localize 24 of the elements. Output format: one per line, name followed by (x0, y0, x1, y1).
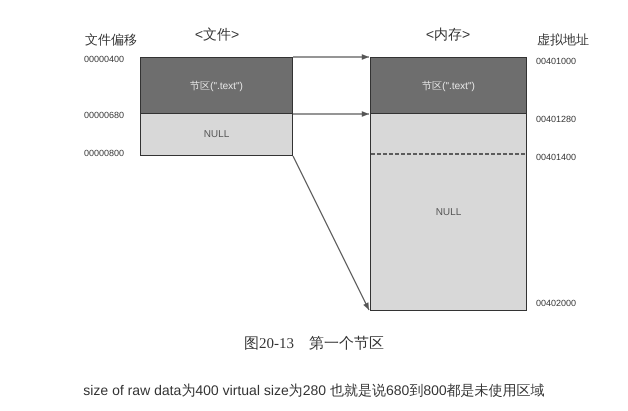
figure-caption: 图20-13 第一个节区 (244, 334, 384, 353)
address-label: 00402000 (536, 298, 576, 308)
arrow (293, 54, 369, 60)
section-block (370, 57, 527, 114)
axis-title: 文件偏移 (85, 31, 137, 49)
address-label: 00000680 (84, 110, 124, 120)
section-block (140, 57, 293, 114)
note-text: size of raw data为400 virtual size为280 也就是说680到800都是未使用区域 (83, 382, 545, 400)
column-heading: <内存> (426, 26, 470, 44)
block-label: NULL (436, 206, 462, 218)
block-label: 节区(".text") (422, 80, 475, 92)
block-label: 节区(".text") (190, 80, 243, 92)
address-label: 00000800 (84, 148, 124, 158)
null-block (140, 114, 293, 156)
arrow (293, 111, 369, 117)
column-heading: <文件> (194, 26, 240, 44)
address-label: 00000400 (84, 54, 124, 64)
arrow (292, 156, 370, 310)
address-label: 00401280 (536, 114, 576, 124)
null-block (370, 114, 527, 311)
address-label: 00401000 (536, 56, 576, 66)
address-label: 00401400 (536, 152, 576, 162)
axis-title: 虚拟地址 (537, 31, 589, 49)
block-label: NULL (204, 129, 230, 140)
